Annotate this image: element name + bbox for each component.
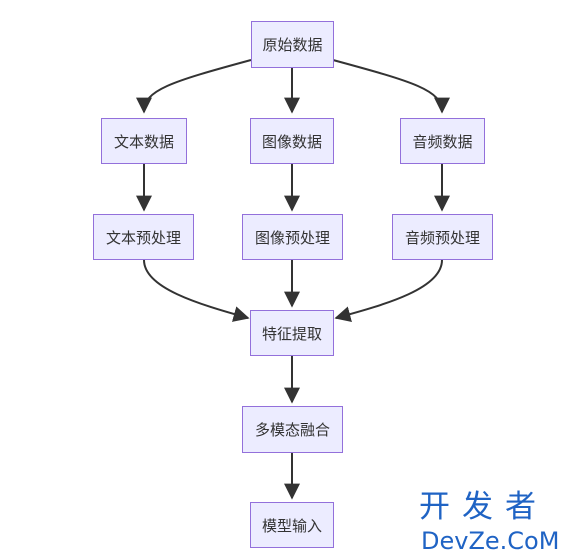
node-image-preprocess: 图像预处理 (242, 214, 343, 260)
node-raw-data: 原始数据 (251, 21, 334, 68)
node-audio-preprocess: 音频预处理 (392, 214, 493, 260)
edge-raw-to-audio (332, 59, 450, 114)
edge-audio-preprocess-to-feature (334, 259, 443, 322)
node-text-data: 文本数据 (101, 118, 187, 164)
node-text-preprocess: 文本预处理 (93, 214, 194, 260)
watermark-en: DevZe.CoM (421, 527, 560, 555)
edge-raw-to-text (136, 59, 252, 114)
node-image-data: 图像数据 (250, 118, 334, 164)
edge-text-preprocess-to-feature (143, 259, 250, 322)
node-feature-extraction: 特征提取 (250, 310, 334, 356)
node-multimodal-fusion: 多模态融合 (242, 406, 343, 453)
watermark-cn: 开发者 (419, 489, 548, 525)
node-audio-data: 音频数据 (400, 118, 485, 164)
node-model-input: 模型输入 (250, 502, 334, 548)
